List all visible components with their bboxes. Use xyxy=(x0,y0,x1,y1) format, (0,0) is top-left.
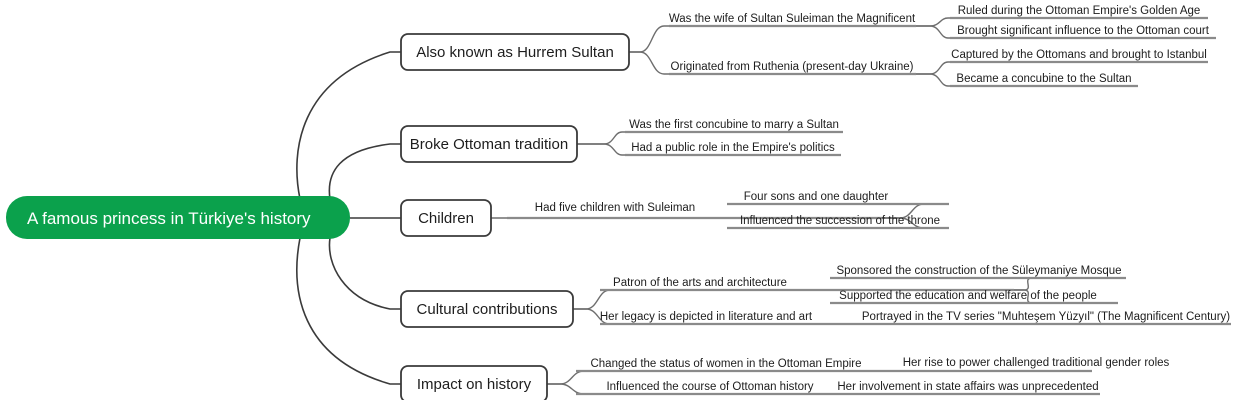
leaf-label-b1c2g2[interactable]: Became a concubine to the Sultan xyxy=(956,73,1131,85)
edge-root-to-cultural xyxy=(328,237,401,310)
leaf-label-b1c2[interactable]: Originated from Ruthenia (present-day Uk… xyxy=(671,61,914,73)
edge-b4c1-fork-top xyxy=(1014,277,1126,291)
branch-node-broke-tradition[interactable]: Broke Ottoman tradition xyxy=(400,125,578,163)
root-node-background xyxy=(6,196,350,239)
leaf-label-b4c2g1[interactable]: Portrayed in the TV series "Muhteşem Yüz… xyxy=(862,311,1230,323)
leaf-label-b4c1[interactable]: Patron of the arts and architecture xyxy=(613,277,787,289)
leaf-label-b4c2[interactable]: Her legacy is depicted in literature and… xyxy=(600,311,813,323)
leaf-label-b1c1[interactable]: Was the wife of Sultan Suleiman the Magn… xyxy=(669,13,916,25)
edge-b1c1-fork-bottom xyxy=(916,25,1216,39)
root-node[interactable]: A famous princess in Türkiye's history xyxy=(6,196,350,239)
branch-node-also-known[interactable]: Also known as Hurrem Sultan xyxy=(400,33,630,71)
branch-label-also-known: Also known as Hurrem Sultan xyxy=(416,44,614,61)
edge-b2-fork-bottom xyxy=(577,143,841,156)
leaf-label-b1c2g1[interactable]: Captured by the Ottomans and brought to … xyxy=(951,49,1207,61)
edge-b1-fork-bottom xyxy=(629,51,916,75)
leaf-underlines xyxy=(507,16,1231,396)
branch-label-cultural-contributions: Cultural contributions xyxy=(417,301,558,318)
edge-root-to-also-known xyxy=(296,51,401,200)
branch-node-cultural-contributions[interactable]: Cultural contributions xyxy=(400,290,574,328)
branch-box-also-known xyxy=(400,33,630,71)
branch-box-broke-tradition xyxy=(400,125,578,163)
edge-b1-fork-top xyxy=(629,25,916,53)
leaf-label-b3c1g2[interactable]: Influenced the succession of the throne xyxy=(740,215,940,227)
branch-node-children[interactable]: Children xyxy=(400,199,492,237)
leaf-label-b4c1g1[interactable]: Sponsored the construction of the Süleym… xyxy=(836,265,1121,277)
leaf-label-b5c2g1[interactable]: Her involvement in state affairs was unp… xyxy=(837,381,1098,393)
root-node-label: A famous princess in Türkiye's history xyxy=(27,209,311,228)
leaf-label-b1c1g2[interactable]: Brought significant influence to the Ott… xyxy=(957,25,1210,37)
branch-label-impact-on-history: Impact on history xyxy=(417,376,532,393)
branch-label-children: Children xyxy=(418,210,474,227)
edge-root-to-impact xyxy=(296,237,401,385)
edge-b1c2-fork-bottom xyxy=(916,73,1138,87)
leaf-label-b1c1g1[interactable]: Ruled during the Ottoman Empire's Golden… xyxy=(958,5,1201,17)
edge-root-to-broke-tradition xyxy=(328,143,401,200)
branch-box-cultural-contributions xyxy=(400,290,574,328)
leaf-label-b2c1[interactable]: Was the first concubine to marry a Sulta… xyxy=(629,119,839,131)
branch-box-children xyxy=(400,199,492,237)
leaf-label-b4c1g2[interactable]: Supported the education and welfare of t… xyxy=(839,290,1097,302)
leaf-label-b5c1g1[interactable]: Her rise to power challenged traditional… xyxy=(903,357,1170,369)
leaf-label-b5c2[interactable]: Influenced the course of Ottoman history xyxy=(606,381,813,393)
branch-box-impact-on-history xyxy=(400,365,548,400)
branch-label-broke-tradition: Broke Ottoman tradition xyxy=(410,136,568,153)
root-branch-edges xyxy=(296,51,401,385)
branch-node-impact-on-history[interactable]: Impact on history xyxy=(400,365,548,400)
leaf-label-b2c2[interactable]: Had a public role in the Empire's politi… xyxy=(631,142,835,154)
leaf-label-b3c1g1[interactable]: Four sons and one daughter xyxy=(744,191,889,203)
leaf-label-b5c1[interactable]: Changed the status of women in the Ottom… xyxy=(590,358,861,370)
leaf-labels: Was the wife of Sultan Suleiman the Magn… xyxy=(535,5,1231,393)
leaf-label-b3c1[interactable]: Had five children with Suleiman xyxy=(535,202,695,214)
